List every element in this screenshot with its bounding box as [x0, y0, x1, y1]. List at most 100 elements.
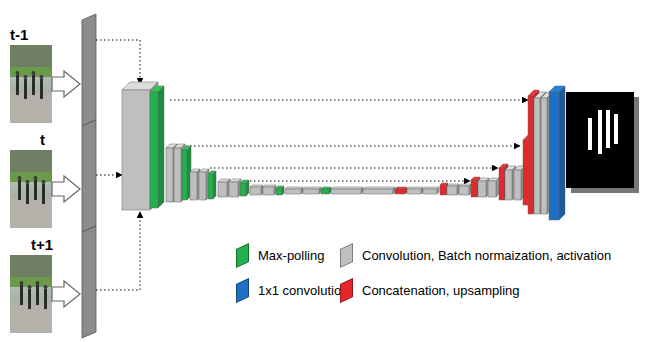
concat-upsample-block-front: [440, 185, 446, 195]
conv-block: [229, 179, 241, 197]
mask-blob: [606, 110, 610, 148]
conv-block-front: [407, 189, 421, 194]
conv-block-side: [540, 92, 546, 214]
maxpool-block-side: [158, 86, 164, 208]
maxpool-block: [150, 86, 164, 208]
concat-upsample-block-front: [523, 140, 528, 205]
time-label: t-1: [10, 26, 28, 43]
conv-block-top: [303, 187, 321, 189]
legend-item: 1x1 convolution: [236, 281, 348, 300]
maxpool-block-side: [282, 186, 284, 195]
legend-text: Max-polling: [258, 248, 324, 263]
maxpool-block-side: [246, 180, 249, 196]
conv1x1-block: [549, 86, 565, 220]
maxpool-block: [276, 186, 284, 195]
frame-person: [24, 75, 28, 79]
frame-trees: [10, 255, 52, 277]
frame-bg: [10, 45, 52, 123]
legend-text: 1x1 convolution: [258, 283, 348, 298]
maxpool-block-front: [150, 92, 158, 208]
maxpool-block: [182, 146, 191, 200]
conv-block: [250, 185, 263, 195]
legend-swatch: [340, 243, 353, 268]
mask-image: [566, 92, 634, 188]
legend-swatch: [340, 278, 353, 303]
concat-upsample-block: [395, 187, 407, 194]
frame-trees: [10, 45, 52, 67]
frame-person: [26, 184, 29, 204]
conv-block-top: [331, 187, 363, 189]
conv-block: [285, 187, 303, 194]
conv-block-front: [285, 189, 301, 194]
frame-bg: [10, 150, 52, 228]
concat-upsample-block-side: [405, 187, 407, 194]
conv-block: [122, 82, 158, 210]
conv-block-front: [263, 187, 274, 195]
frame-road: [10, 198, 52, 228]
conv-block-front: [363, 189, 393, 194]
conv-block: [331, 187, 363, 194]
frame-person: [18, 176, 22, 180]
time-label: t+1: [31, 236, 53, 253]
conv-block-front: [478, 181, 486, 197]
legend-item: Max-polling: [236, 246, 324, 265]
frame-person: [36, 281, 40, 285]
frame-person: [36, 285, 39, 305]
input-slab: [82, 14, 96, 126]
frame-person: [42, 180, 46, 184]
conv1x1-block-side: [559, 86, 565, 220]
conv-block: [478, 178, 489, 197]
frame-person: [44, 289, 47, 309]
dotted-arrow: [210, 168, 498, 169]
maxpool-block: [208, 171, 216, 199]
conv-block-front: [303, 189, 319, 194]
frame-grass: [10, 172, 52, 182]
conv-block-front: [331, 189, 361, 194]
concat-upsample-block-side: [533, 90, 539, 214]
mask-blob: [614, 114, 618, 144]
conv-block-front: [514, 170, 521, 200]
concat-upsample-block-front: [395, 189, 405, 194]
video-frame: [10, 255, 80, 333]
conv-block-side: [421, 187, 423, 194]
video-frame: [10, 150, 80, 228]
concat-upsample-block-front: [528, 96, 533, 214]
conv-block-front: [534, 98, 540, 214]
concat-upsample-block-front: [499, 168, 504, 200]
conv-block-side: [261, 185, 263, 195]
maxpool-block: [321, 187, 331, 194]
frame-road: [10, 93, 52, 123]
conv-block-top: [423, 187, 439, 189]
conv-block-top: [363, 187, 395, 189]
dotted-arrow: [246, 181, 470, 182]
conv-block: [407, 187, 423, 194]
concat-upsample-block: [528, 90, 539, 214]
dotted-arrow: [96, 40, 140, 84]
dotted-arrow: [96, 212, 140, 290]
conv-block-side: [469, 184, 471, 195]
conv-block: [447, 184, 459, 195]
frame-person: [34, 180, 37, 200]
maxpool-block-front: [208, 174, 213, 199]
frame-person: [16, 75, 19, 95]
conv-block-front: [541, 98, 547, 214]
conv-block-front: [190, 172, 197, 200]
legend-item: Concatenation, upsampling: [340, 281, 520, 300]
conv-block-front: [166, 148, 173, 202]
conv-block: [363, 187, 395, 194]
time-label: t: [40, 131, 45, 148]
conv-block: [218, 179, 230, 197]
video-frame: [10, 45, 80, 123]
frame-person: [32, 75, 35, 95]
frame-trees: [10, 150, 52, 172]
frame-person: [18, 180, 21, 200]
conv-block-side: [437, 187, 439, 194]
conv-block-front: [218, 182, 227, 197]
legend-text: Convolution, Batch normaization, activat…: [362, 248, 611, 263]
maxpool-block-front: [182, 150, 187, 200]
conv-block-side: [319, 187, 321, 194]
hollow-arrow: [52, 281, 80, 307]
frame-person: [20, 285, 23, 305]
conv-block: [199, 169, 209, 200]
frame-person: [40, 79, 43, 99]
